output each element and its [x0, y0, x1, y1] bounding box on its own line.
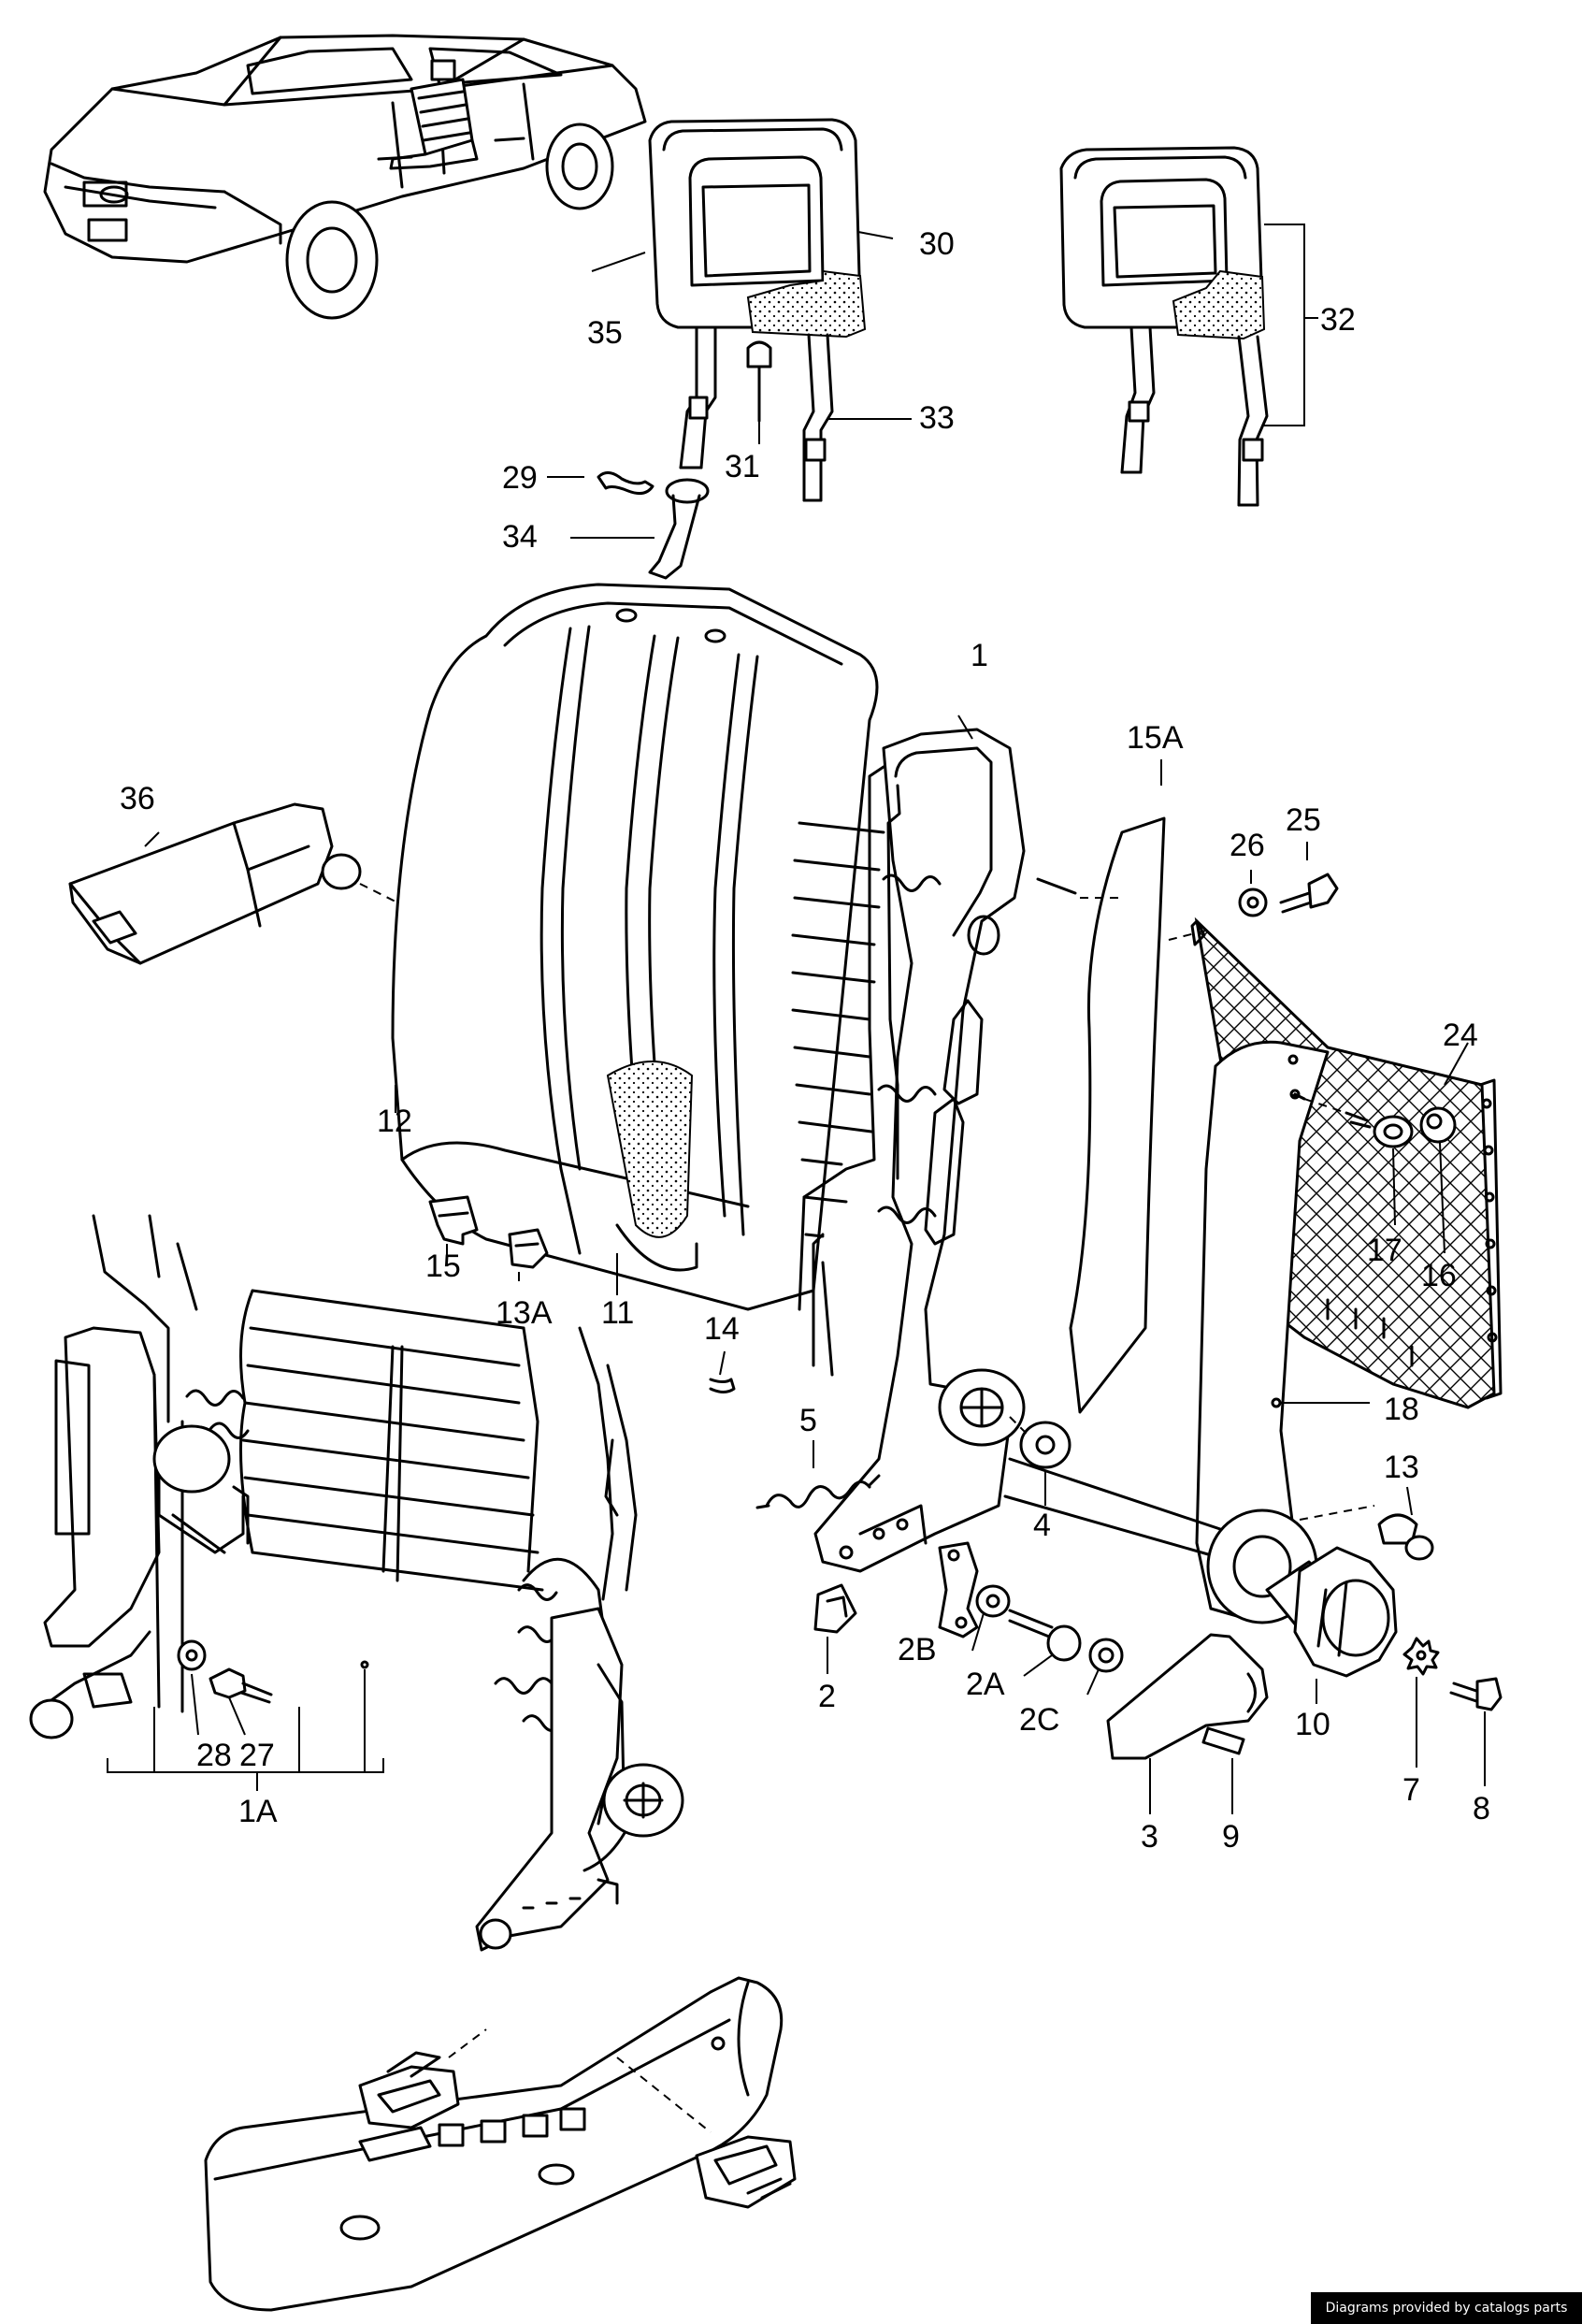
callout-29: 29	[502, 460, 538, 496]
callout-2B: 2B	[898, 1632, 937, 1667]
washer-4-axis	[1009, 1416, 1029, 1436]
callout-15: 15	[425, 1249, 461, 1284]
callout-28: 28	[196, 1738, 232, 1773]
leader-lines	[107, 231, 1486, 1814]
spring-5	[755, 1474, 881, 1509]
hook-14	[709, 1378, 736, 1393]
callout-12: 12	[377, 1104, 412, 1139]
fasteners-right	[1271, 1054, 1457, 1561]
headrest-complete	[1059, 146, 1318, 507]
washer-26	[1238, 888, 1268, 917]
callout-24: 24	[1443, 1018, 1478, 1053]
callout-35: 35	[587, 315, 623, 351]
callout-18: 18	[1384, 1392, 1419, 1427]
callout-1: 1	[971, 638, 988, 673]
callout-25: 25	[1286, 802, 1321, 838]
callout-16: 16	[1421, 1258, 1457, 1293]
callout-36: 36	[120, 781, 155, 816]
callout-13A: 13A	[496, 1295, 553, 1331]
bushing-2B	[975, 1584, 1011, 1618]
cover-plate-3	[1106, 1633, 1269, 1760]
clip-15	[428, 1195, 479, 1246]
callout-2: 2	[818, 1679, 836, 1714]
callout-27: 27	[239, 1738, 275, 1773]
armrest-36	[68, 802, 398, 965]
callout-2A: 2A	[966, 1667, 1005, 1702]
credit-banner: Diagrams provided by catalogs parts	[1311, 2292, 1582, 2324]
nut-2C	[1088, 1638, 1124, 1673]
callout-1A: 1A	[238, 1794, 278, 1829]
handwheel-10	[1265, 1546, 1398, 1678]
lock-washer-7	[1402, 1637, 1440, 1676]
washer-28	[177, 1639, 207, 1671]
headrest-with-cover	[648, 118, 867, 502]
seat-side-trim	[204, 1976, 797, 2312]
callout-17: 17	[1367, 1233, 1402, 1268]
pin-31	[746, 340, 772, 423]
callout-15A: 15A	[1127, 720, 1184, 756]
callout-5: 5	[799, 1403, 817, 1438]
bolt-25	[1279, 873, 1339, 914]
callout-8: 8	[1473, 1791, 1490, 1826]
side-panel-15A	[1069, 816, 1166, 1414]
callout-30: 30	[919, 226, 955, 262]
callout-34: 34	[502, 519, 538, 555]
link-plate	[938, 1541, 979, 1638]
guide-sleeve-34	[648, 478, 710, 580]
backrest-cover	[391, 583, 879, 1311]
callout-32: 32	[1320, 302, 1356, 338]
callout-4: 4	[1033, 1508, 1051, 1543]
callout-13: 13	[1384, 1450, 1419, 1485]
callout-10: 10	[1295, 1707, 1330, 1742]
rivet	[360, 1660, 369, 1669]
callout-9: 9	[1222, 1819, 1240, 1855]
seat-frame-1A	[29, 1214, 684, 1952]
callout-11: 11	[601, 1295, 634, 1331]
bolt-27	[209, 1667, 273, 1704]
clip-13A	[508, 1228, 549, 1269]
pin-9	[1201, 1726, 1245, 1755]
callout-14: 14	[704, 1311, 740, 1347]
callout-labels: 30 35 33 31 32 29 34 1 36 15A 26 25 24 1…	[120, 226, 1490, 1855]
bolt-2A	[1008, 1609, 1082, 1662]
clip-29	[597, 471, 654, 496]
car-illustration	[43, 34, 647, 320]
clip-2	[813, 1583, 857, 1634]
callout-7: 7	[1402, 1772, 1420, 1808]
backrest-frame-1	[791, 728, 1026, 1573]
washer-4	[1019, 1421, 1071, 1469]
callout-26: 26	[1230, 828, 1265, 863]
side-trim-panel-24	[1036, 877, 1503, 1620]
callout-31: 31	[725, 449, 760, 484]
callout-3: 3	[1141, 1819, 1158, 1855]
callout-2C: 2C	[1019, 1702, 1059, 1738]
callout-33: 33	[919, 400, 955, 436]
bolt-8	[1449, 1677, 1503, 1711]
